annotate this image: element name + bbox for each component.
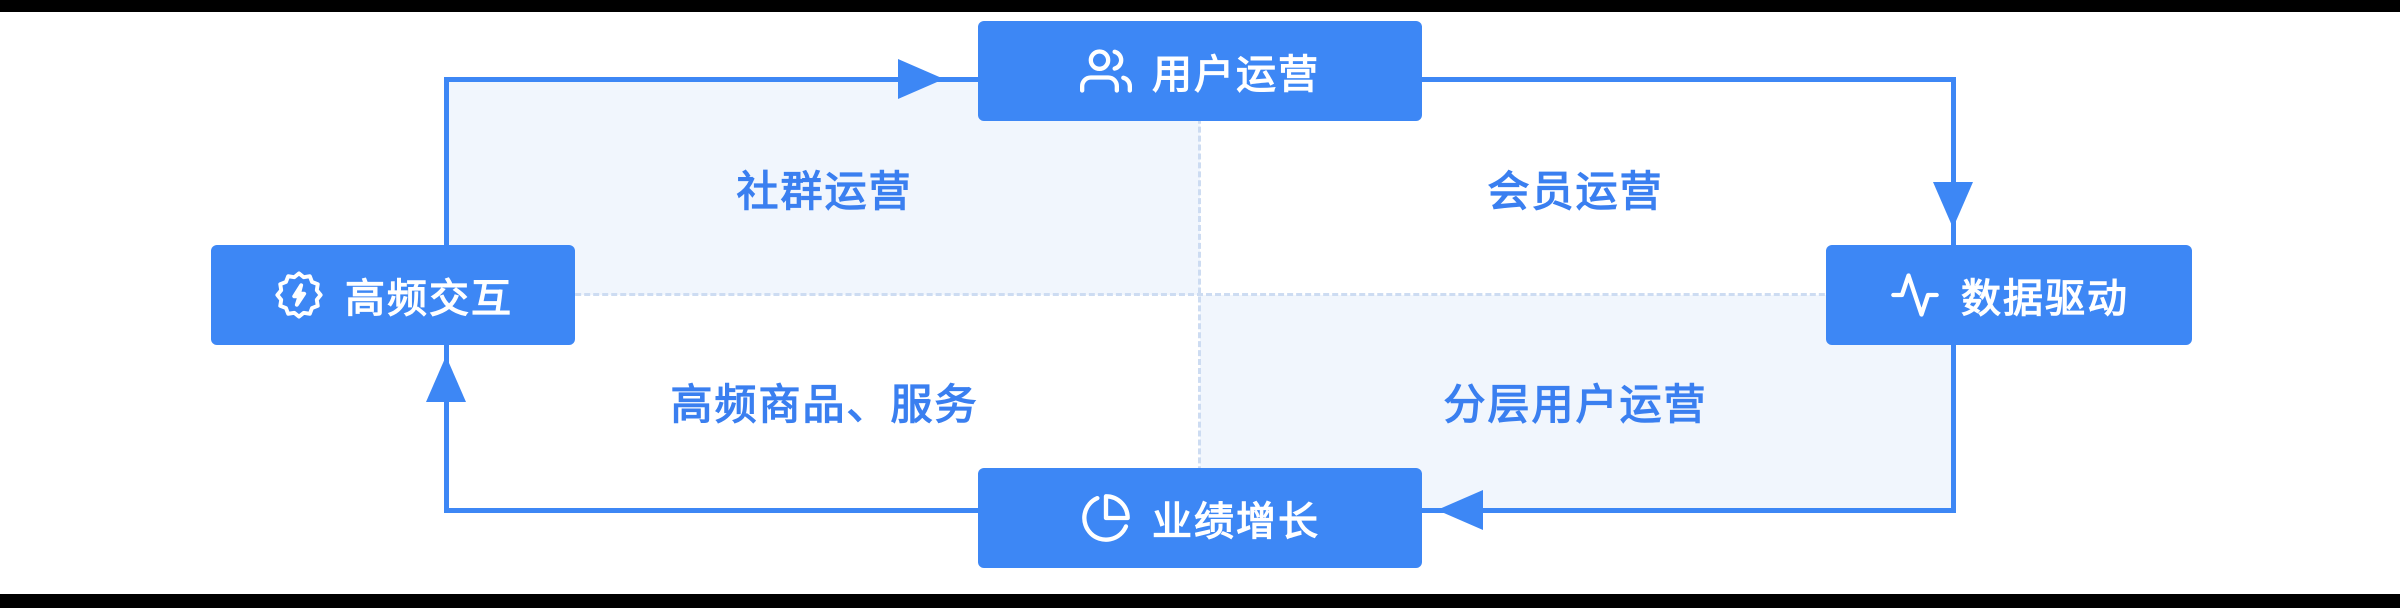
users-icon bbox=[1080, 45, 1132, 97]
badge-lightning-icon bbox=[273, 269, 325, 321]
quadrant-label-community-operations: 社群运营 bbox=[736, 168, 913, 215]
quadrant-label-member-operations: 会员运营 bbox=[1487, 168, 1664, 215]
quadrant-label-tiered-user-operations: 分层用户运营 bbox=[1443, 381, 1708, 428]
node-label: 业绩增长 bbox=[1152, 500, 1320, 544]
node-label: 数据驱动 bbox=[1961, 277, 2129, 321]
data-driven-node: 数据驱动 bbox=[1826, 245, 2192, 345]
pulse-icon bbox=[1889, 269, 1941, 321]
flow-arrow-to-high-frequency-interaction bbox=[426, 356, 466, 402]
cycle-frame: 社群运营 会员运营 高频商品、服务 分层用户运营 bbox=[444, 77, 1956, 513]
performance-growth-node: 业绩增长 bbox=[978, 468, 1422, 568]
high-frequency-interaction-node: 高频交互 bbox=[211, 245, 575, 345]
flow-arrow-to-user-operations bbox=[898, 59, 944, 99]
vertical-dashed-divider bbox=[1198, 82, 1201, 508]
quadrant-label-high-frequency-goods-services: 高频商品、服务 bbox=[670, 381, 979, 428]
node-label: 用户运营 bbox=[1152, 53, 1320, 97]
bottom-black-bar bbox=[0, 594, 2400, 608]
flow-arrow-to-performance-growth bbox=[1437, 490, 1483, 530]
top-black-bar bbox=[0, 0, 2400, 12]
user-operations-node: 用户运营 bbox=[978, 21, 1422, 121]
pie-chart-icon bbox=[1080, 492, 1132, 544]
flow-arrow-to-data-driven bbox=[1933, 182, 1973, 228]
node-label: 高频交互 bbox=[345, 277, 513, 321]
